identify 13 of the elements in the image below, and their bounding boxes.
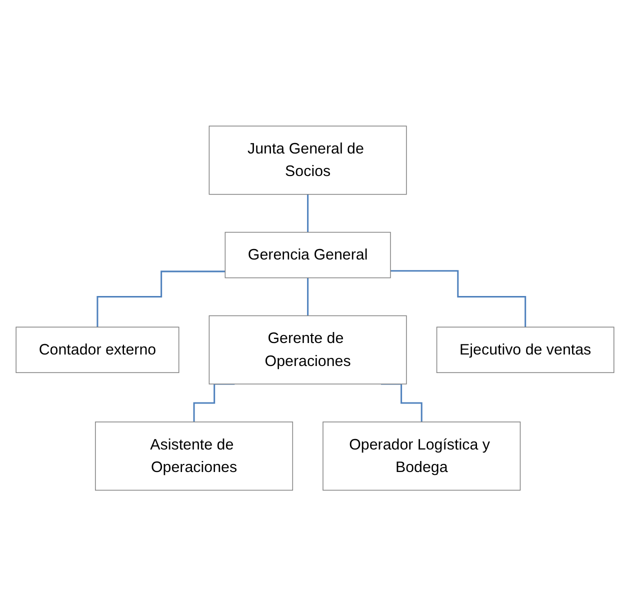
connector [381,383,422,423]
node-box: Asistente de Operaciones [95,421,294,490]
node-box: Junta General de Socios [208,126,407,195]
connector [390,270,526,328]
connector [307,193,309,233]
node-box: Gerente de Operaciones [208,315,407,384]
connector [193,383,235,423]
node-box: Ejecutivo de ventas [436,326,614,373]
node-box: Contador externo [16,326,180,373]
connector [307,276,309,316]
node-box: Gerencia General [224,232,391,278]
node-box: Operador Logística y Bodega [322,421,521,490]
connector [96,270,226,328]
